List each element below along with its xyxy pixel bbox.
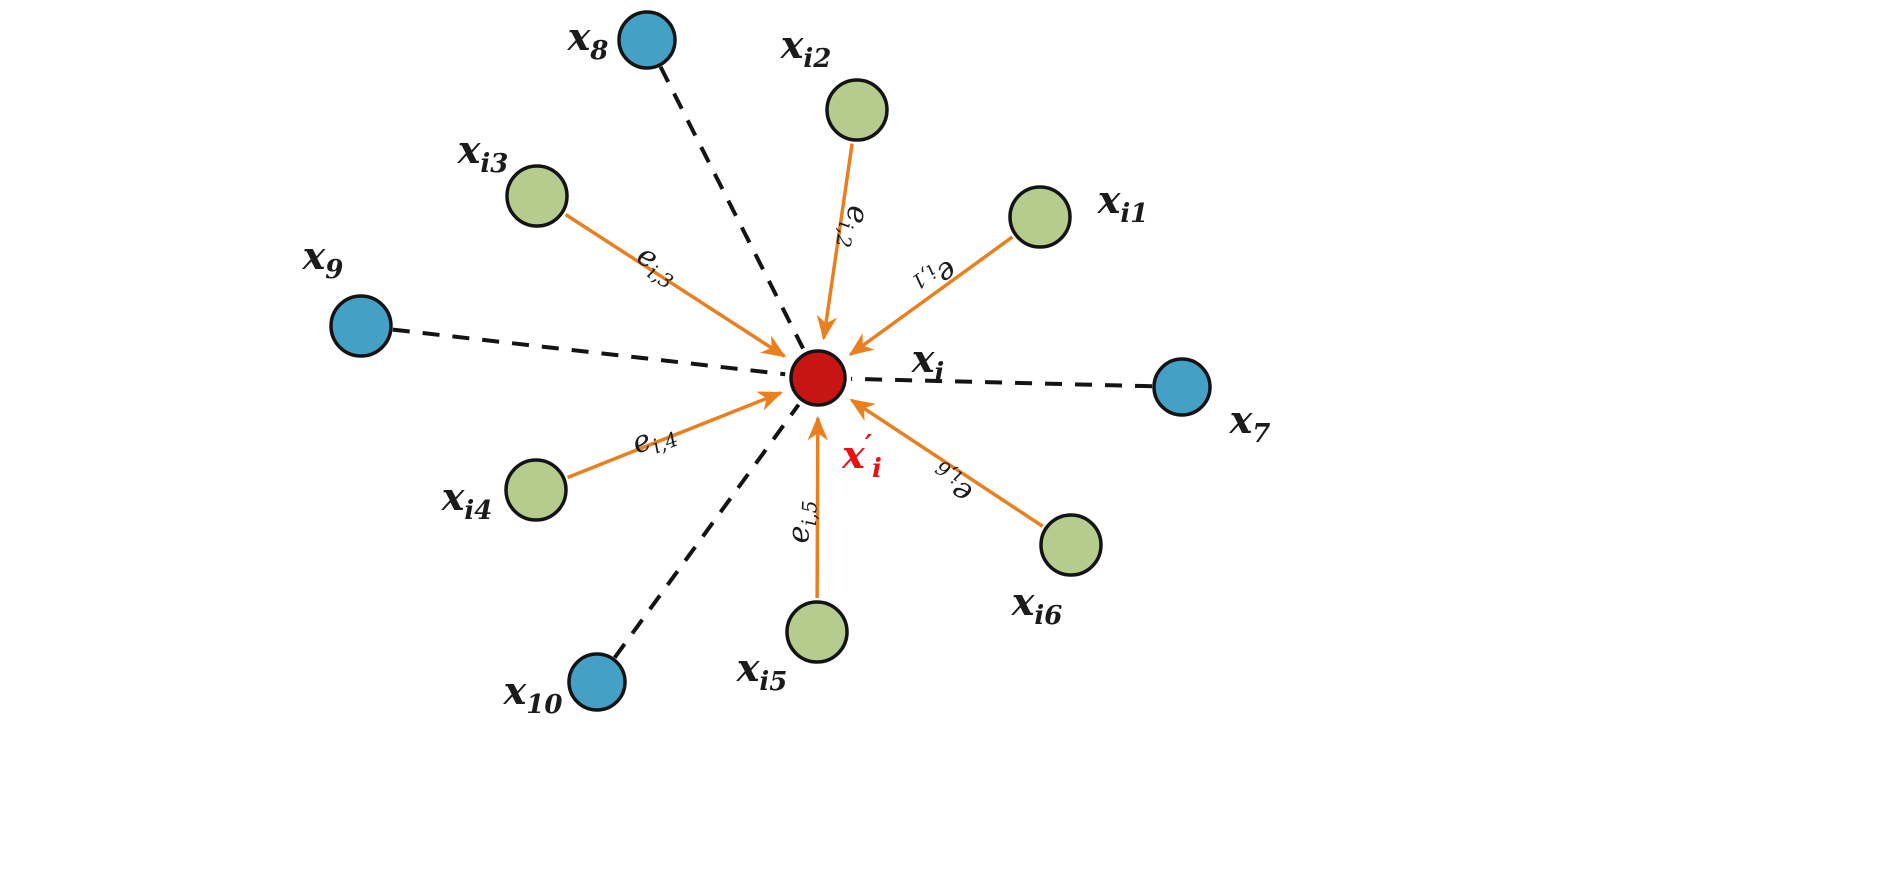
edge-label-ei6: ei,6 (923, 455, 981, 511)
edge-ei6 (849, 398, 1044, 528)
node-xi1 (1008, 185, 1072, 249)
center-aggregated-label: x′i (841, 430, 882, 484)
node-label-x8-subscript: 8 (589, 36, 608, 66)
dashed-edge-x9 (392, 327, 786, 377)
node-label-x8-base: x (567, 14, 592, 59)
dashed-edge-x7 (850, 376, 1153, 389)
node-label-xi1-subscript: i1 (1120, 199, 1148, 229)
node-label-xi2-subscript: i2 (803, 44, 831, 74)
dashed-edge-x8 (658, 65, 805, 350)
edge-label-ei5-subscript: i,5 (797, 500, 822, 526)
edge-ei4 (566, 391, 783, 480)
node-label-xi2-base: x (780, 22, 805, 67)
node-label-x9-subscript: 9 (325, 255, 343, 285)
node-label-xi4-base: x (441, 474, 466, 519)
node-label-xi4: xi4 (441, 474, 493, 526)
node-label-x10-base: x (503, 668, 528, 713)
node-label-x8: x8 (567, 14, 609, 66)
node-label-xi4-subscript: i4 (464, 496, 492, 526)
node-label-x10: x10 (503, 668, 563, 720)
node-x10 (567, 652, 627, 712)
dashed-edge-x10 (613, 403, 801, 659)
node-label-xi6: xi6 (1011, 579, 1063, 631)
center-aggregated-label-subscript: i (872, 454, 882, 484)
node-label-xi5-subscript: i5 (759, 667, 787, 697)
center-node-label-subscript: i (934, 358, 944, 388)
edge-label-ei2-base: e (839, 203, 876, 225)
node-label-x10-subscript: 10 (526, 690, 562, 720)
node-x8 (617, 10, 677, 70)
edge-label-ei2-subscript: i,2 (831, 221, 858, 250)
node-label-xi2: xi2 (780, 22, 832, 74)
node-xi4 (504, 458, 568, 522)
node-xi5 (785, 600, 849, 664)
node-xi6 (1039, 513, 1103, 577)
edge-label-ei2: ei,2 (831, 203, 876, 251)
node-label-xi3: xi3 (457, 127, 509, 179)
node-label-x9: x9 (302, 233, 344, 285)
node-label-x7-subscript: 7 (1252, 419, 1270, 449)
edge-ei3 (564, 213, 787, 358)
edge-label-ei5-base: e (781, 525, 817, 544)
node-x9 (329, 294, 393, 358)
edge-label-ei1: ei,1 (906, 250, 964, 307)
node-label-xi6-subscript: i6 (1034, 601, 1062, 631)
node-label-xi1: xi1 (1097, 177, 1149, 229)
center-aggregated-label-prime: ′ (865, 430, 872, 461)
edge-ei5 (807, 415, 828, 599)
edge-ei2 (816, 143, 854, 341)
node-label-xi6-base: x (1011, 579, 1036, 624)
node-label-x7: x7 (1229, 397, 1271, 449)
center-node (789, 349, 847, 407)
edge-label-ei5: ei,5 (781, 499, 821, 544)
node-label-xi5: xi5 (736, 645, 788, 697)
edge-ei1 (848, 235, 1014, 356)
node-label-x7-base: x (1229, 397, 1254, 442)
center-node-label: xi (911, 336, 945, 388)
node-x7 (1152, 357, 1212, 417)
node-label-xi1-base: x (1097, 177, 1122, 222)
node-label-xi3-subscript: i3 (480, 149, 508, 179)
node-label-xi3-base: x (457, 127, 482, 172)
node-xi3 (505, 164, 569, 228)
node-xi2 (825, 78, 889, 142)
center-aggregated-label-base: x (841, 432, 866, 477)
node-label-xi5-base: x (736, 645, 761, 690)
center-node-label-base: x (911, 336, 936, 381)
node-label-x9-base: x (302, 233, 327, 278)
edge-label-ei4: ei,4 (627, 413, 682, 465)
